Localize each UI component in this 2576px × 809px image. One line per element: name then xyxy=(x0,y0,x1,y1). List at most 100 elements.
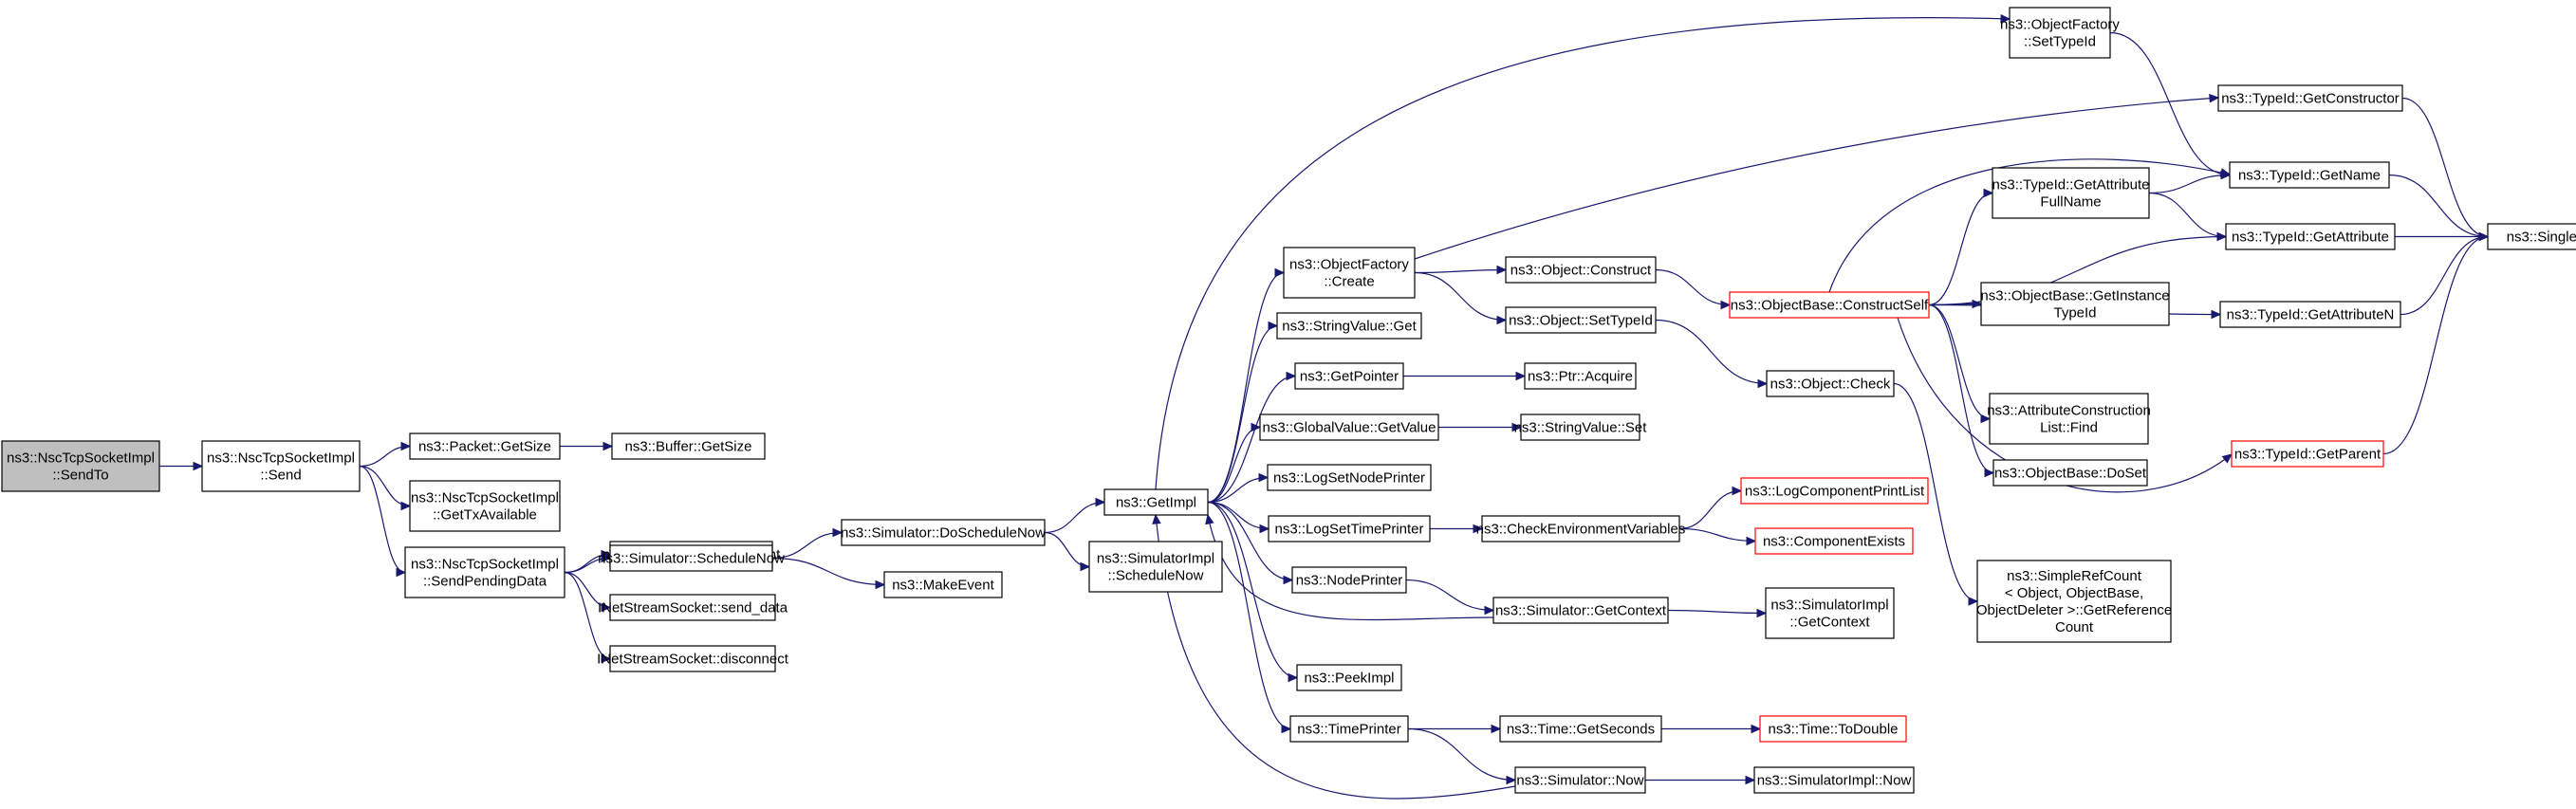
node-schedulenow[interactable]: ns3::Simulator::ScheduleNow xyxy=(598,544,785,572)
node-sim-getcontext[interactable]: ns3::Simulator::GetContext xyxy=(1492,597,1669,624)
node-label: ns3::Packet::GetSize xyxy=(418,439,551,455)
node-logsetnodeprinter[interactable]: ns3::LogSetNodePrinter xyxy=(1267,464,1432,491)
node-getpointer[interactable]: ns3::GetPointer xyxy=(1294,362,1404,390)
node-label: ns3::AttributeConstruction xyxy=(1987,403,2151,419)
node-objfactory-create[interactable]: ns3::ObjectFactory::Create xyxy=(1283,247,1416,299)
node-box xyxy=(1520,414,1640,441)
node-object-check[interactable]: ns3::Object::Check xyxy=(1766,370,1895,397)
edge-line xyxy=(1155,514,1516,800)
edge-arrowhead xyxy=(400,441,412,451)
node-label: ::GetContext xyxy=(1789,615,1870,631)
node-label: List::Find xyxy=(2040,420,2098,436)
edge-checkenv-to-logcompprintlist xyxy=(1678,486,1743,530)
node-constructself[interactable]: ns3::ObjectBase::ConstructSelf xyxy=(1729,291,1930,319)
edge-line xyxy=(1414,97,2219,260)
node-label: ns3::NscTcpSocketImpl xyxy=(7,450,155,467)
node-checkenv[interactable]: ns3::CheckEnvironmentVariables xyxy=(1476,515,1686,542)
edge-getimpl-to-timeprinter xyxy=(1207,501,1292,734)
node-buf-getsize[interactable]: ns3::Buffer::GetSize xyxy=(611,432,766,460)
node-box xyxy=(1276,312,1422,340)
node-logcompprintlist[interactable]: ns3::LogComponentPrintList xyxy=(1740,477,1929,505)
edge-getimpl-to-globalvalue_getvalue xyxy=(1207,422,1262,504)
edge-line xyxy=(1667,609,1767,615)
edge-sim_now-to-getimpl xyxy=(1152,513,1516,800)
edge-line xyxy=(1655,268,1731,306)
edge-line xyxy=(1155,17,2011,490)
edge-nodeprinter-to-sim_getcontext xyxy=(1405,579,1495,616)
edge-arrowhead xyxy=(2000,13,2011,24)
node-object-construct[interactable]: ns3::Object::Construct xyxy=(1505,256,1657,284)
node-send[interactable]: ns3::NscTcpSocketImpl::Send xyxy=(201,440,361,492)
node-logsettimeprinter[interactable]: ns3::LogSetTimePrinter xyxy=(1268,515,1431,542)
node-doschedulenow[interactable]: ns3::Simulator::DoScheduleNow xyxy=(841,519,1046,546)
node-componentexists[interactable]: ns3::ComponentExists xyxy=(1754,527,1914,555)
node-object-settypeid[interactable]: ns3::Object::SetTypeId xyxy=(1505,306,1657,334)
edge-constructself-to-attrconstructionlist_find xyxy=(1928,303,1992,424)
node-label: ns3::Object::Construct xyxy=(1510,263,1652,279)
node-timeprinter[interactable]: ns3::TimePrinter xyxy=(1289,715,1409,743)
edge-arrowhead xyxy=(396,567,407,578)
node-typeid-getattributen[interactable]: ns3::TypeId::GetAttributeN xyxy=(2219,301,2401,328)
node-box xyxy=(841,519,1046,546)
edge-arrowhead xyxy=(1288,672,1299,683)
node-box xyxy=(609,645,776,672)
edge-send-to-sendpending xyxy=(359,465,407,578)
node-typeid-getname[interactable]: ns3::TypeId::GetName xyxy=(2229,161,2390,189)
edge-arrowhead xyxy=(601,653,612,664)
node-box xyxy=(1291,566,1407,594)
edge-arrowhead xyxy=(1757,378,1769,389)
edge-line xyxy=(2109,31,2231,176)
node-simimpl-schednow[interactable]: ns3::SimulatorImpl::ScheduleNow xyxy=(1088,541,1223,593)
edge-arrowhead xyxy=(1506,775,1517,785)
node-peekimpl[interactable]: ns3::PeekImpl xyxy=(1296,664,1402,691)
node-simimpl-getcontext[interactable]: ns3::SimulatorImpl::GetContext xyxy=(1765,587,1895,639)
node-disconnect[interactable]: INetStreamSocket::disconnect xyxy=(597,645,789,672)
node-globalvalue-getvalue[interactable]: ns3::GlobalValue::GetValue xyxy=(1259,414,1439,441)
node-label: ns3::Simulator::Now xyxy=(1516,773,1643,789)
node-time-getseconds[interactable]: ns3::Time::GetSeconds xyxy=(1499,715,1662,743)
edge-arrowhead xyxy=(2221,453,2233,464)
node-ptr-acquire[interactable]: ns3::Ptr::Acquire xyxy=(1524,362,1637,390)
node-senddata[interactable]: INetStreamSocket::send_data xyxy=(598,594,788,621)
edge-arrowhead xyxy=(1080,561,1091,572)
node-objfactory-settypeid[interactable]: ns3::ObjectFactory::SetTypeId xyxy=(2000,7,2120,59)
node-gettxavail[interactable]: ns3::NscTcpSocketImpl::GetTxAvailable xyxy=(409,480,561,532)
node-label: TypeId xyxy=(2053,305,2096,322)
node-label: ns3::Ptr::Acquire xyxy=(1528,369,1633,385)
node-label: ns3::Time::GetSeconds xyxy=(1507,722,1655,738)
node-typeid-getparent[interactable]: ns3::TypeId::GetParent xyxy=(2231,440,2384,468)
node-typeid-getconstructor[interactable]: ns3::TypeId::GetConstructor xyxy=(2217,84,2403,112)
node-label: ns3::ComponentExists xyxy=(1763,534,1905,550)
node-simimpl-now[interactable]: ns3::SimulatorImpl::Now xyxy=(1753,766,1915,794)
node-sim-now[interactable]: ns3::Simulator::Now xyxy=(1514,766,1646,794)
node-box xyxy=(1492,597,1669,624)
node-box xyxy=(1514,766,1646,794)
edge-line xyxy=(2388,174,2489,238)
node-stringvalue-set[interactable]: ns3::StringValue::Set xyxy=(1514,414,1648,441)
edge-line xyxy=(1414,271,1507,322)
node-label: ns3::LogSetTimePrinter xyxy=(1274,522,1423,538)
node-box xyxy=(1267,464,1432,491)
node-stringvalue-get[interactable]: ns3::StringValue::Get xyxy=(1276,312,1422,340)
node-pkt-getsize[interactable]: ns3::Packet::GetSize xyxy=(409,432,561,460)
edge-arrowhead xyxy=(875,579,886,590)
node-getimpl[interactable]: ns3::GetImpl xyxy=(1103,488,1209,516)
node-sendpending[interactable]: ns3::NscTcpSocketImpl::SendPendingData xyxy=(404,546,565,598)
node-box xyxy=(1505,306,1657,334)
node-time-todouble[interactable]: ns3::Time::ToDouble xyxy=(1759,715,1907,743)
node-typeid-getattribute[interactable]: ns3::TypeId::GetAttribute xyxy=(2225,223,2396,250)
edge-line xyxy=(2148,174,2231,194)
node-box xyxy=(1766,370,1895,397)
node-makeevent[interactable]: ns3::MakeEvent xyxy=(883,571,1003,598)
node-simplerefcount-getref[interactable]: ns3::SimpleRefCount< Object, ObjectBase,… xyxy=(1976,560,2172,643)
edge-arrowhead xyxy=(1751,724,1762,734)
node-box xyxy=(1992,167,2150,219)
node-singleton-get[interactable]: ns3::Singleton::Get xyxy=(2487,223,2576,250)
node-nodeprinter[interactable]: ns3::NodePrinter xyxy=(1291,566,1407,594)
edge-getimpl-to-getpointer xyxy=(1207,371,1297,504)
node-objectbase-doset[interactable]: ns3::ObjectBase::DoSet xyxy=(1992,459,2148,487)
node-label: ns3::ObjectBase::DoSet xyxy=(1994,466,2147,482)
